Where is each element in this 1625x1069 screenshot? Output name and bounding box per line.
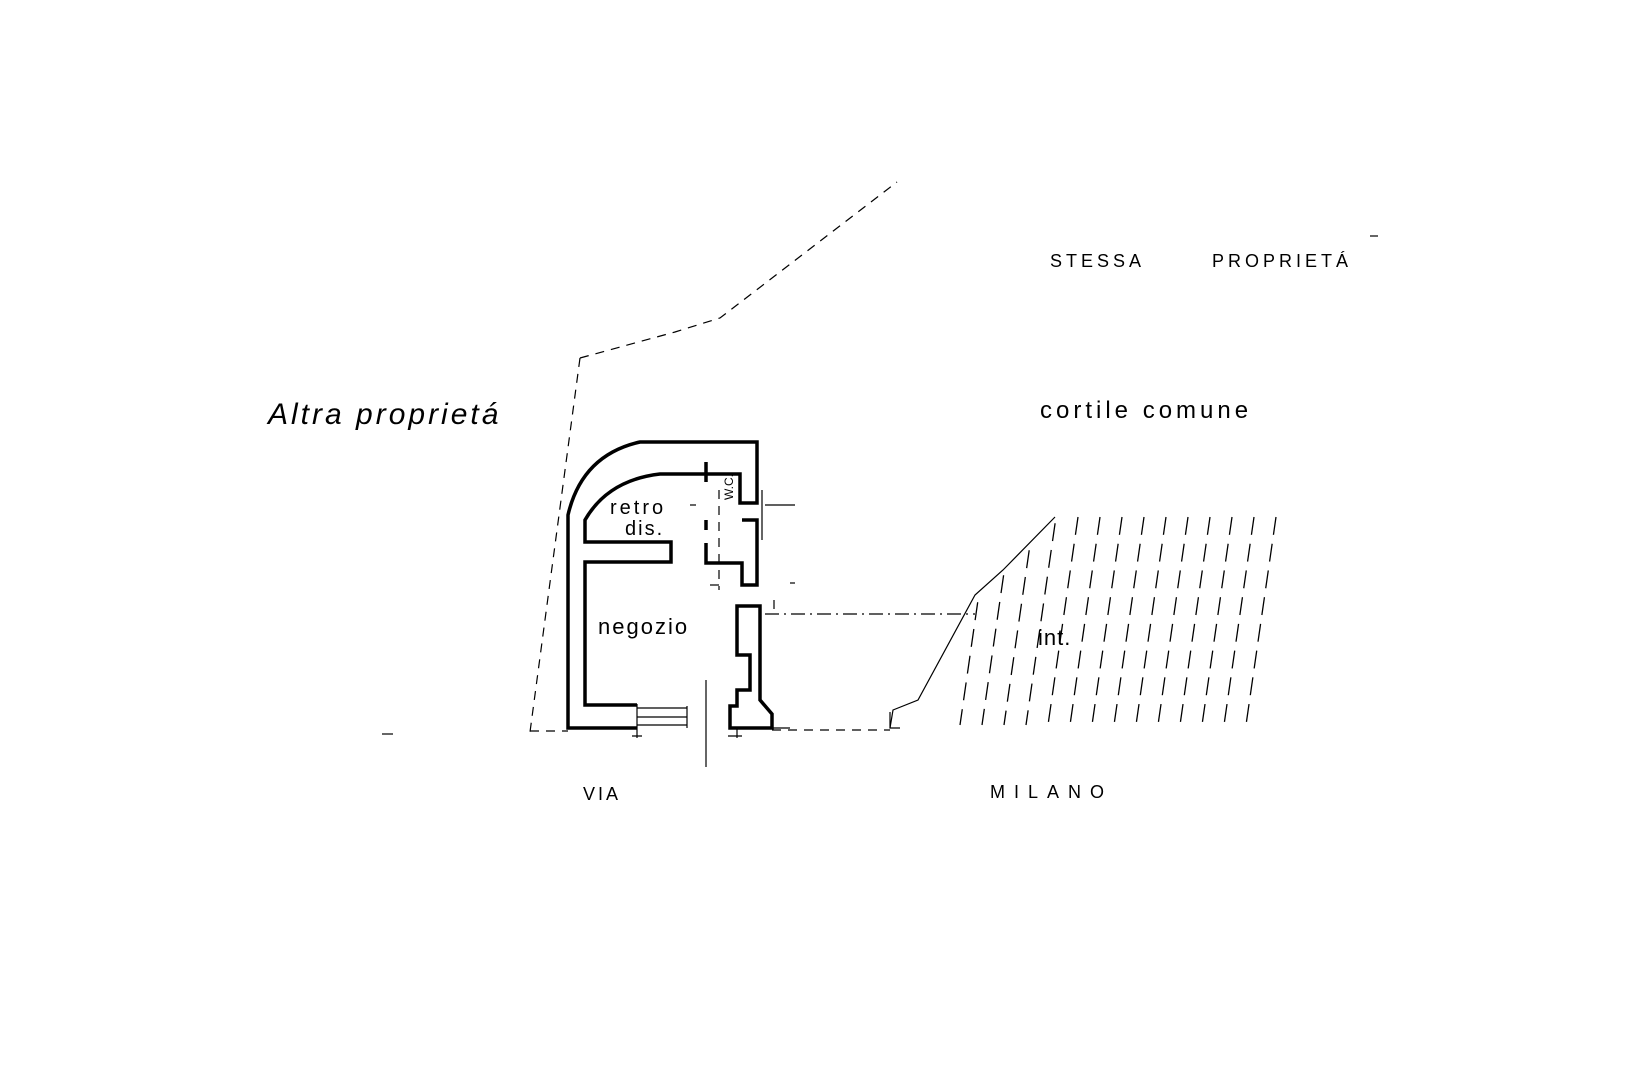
hatched-interior-area [889, 516, 1277, 729]
hatch-line [1025, 523, 1056, 726]
hatch-line [1201, 516, 1233, 726]
label-street-via: VIA [583, 784, 621, 804]
label-wc: W.C. [722, 474, 736, 500]
label-same-property-2: PROPRIETÁ [1212, 251, 1352, 271]
hatch-line [981, 575, 1005, 726]
hatch-line [1179, 516, 1211, 726]
hatch-line [1113, 516, 1145, 726]
hatch-line [959, 602, 979, 726]
hatch-line [1245, 516, 1277, 726]
hatch-line [1069, 516, 1101, 726]
hatch-line [1157, 516, 1189, 726]
hatch-line [1135, 516, 1167, 726]
label-back-room-dis: dis. [625, 518, 664, 540]
walls [566, 440, 975, 738]
label-courtyard: cortile comune [1040, 397, 1252, 424]
hatch-line [1003, 550, 1030, 726]
hatch-line [1091, 516, 1123, 726]
label-same-property-1: STESSA [1050, 251, 1145, 271]
label-other-property: Altra proprietá [266, 398, 501, 431]
label-shop: negozio [598, 614, 689, 639]
hatch-line [1223, 516, 1255, 726]
label-interior: int. [1038, 625, 1071, 650]
hatch-line [1047, 516, 1079, 726]
property-boundary [529, 181, 1378, 733]
street-line [382, 680, 890, 767]
label-street-milano: MILANO [990, 782, 1113, 802]
label-back-room: retro [610, 497, 666, 519]
